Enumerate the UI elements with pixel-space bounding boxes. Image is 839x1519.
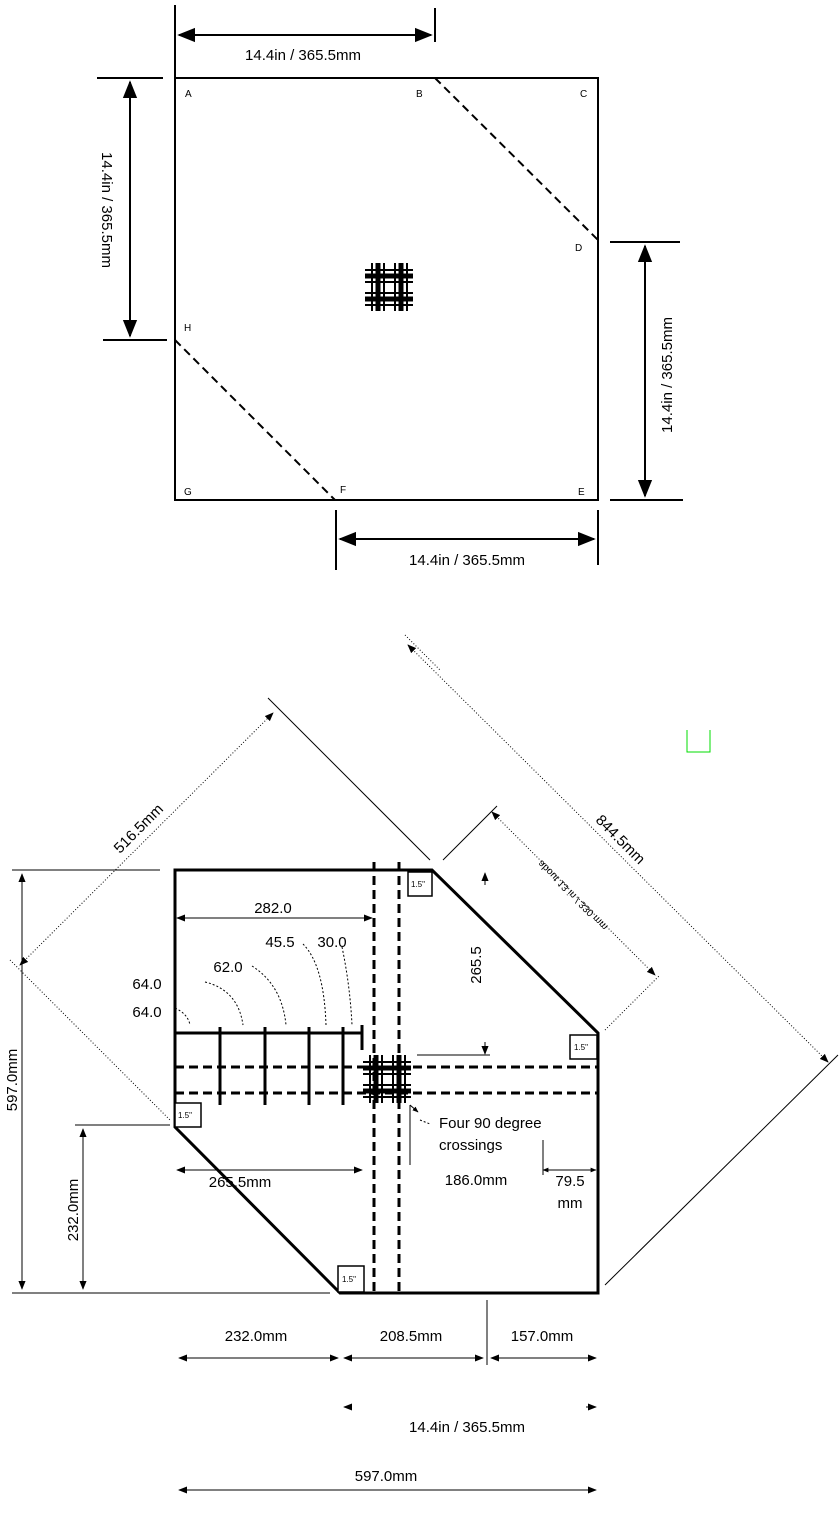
corner-box-label: 1.5" [574,1043,588,1052]
dim-157-label: 157.0mm [511,1328,574,1345]
board-outline [173,868,600,1295]
corner-a: A [185,89,192,100]
dim-282-label: 282.0 [254,900,292,917]
corner-c: C [580,89,587,100]
dim-265mm-label: 265.5mm [209,1174,272,1191]
dim-265-vertical-label: 265.5 [468,946,485,984]
corner-d: D [575,243,582,254]
corner-b: B [416,89,423,100]
corner-box-label: 1.5" [342,1275,356,1284]
crossings-note-line1: Four 90 degree [439,1115,542,1132]
dim-186-label: 186.0mm [445,1172,508,1189]
dim-left-label: 14.4in / 365.5mm [98,152,115,268]
dim-right-label: 14.4in / 365.5mm [659,317,676,433]
dim-45-label: 45.5 [265,934,294,951]
dim-top-label: 14.4in / 365.5mm [245,47,361,64]
corner-g: G [184,487,192,498]
corner-box-label: 1.5" [411,880,425,889]
track-lines [175,862,598,1293]
dim-844-label: 844.5mm [592,812,648,868]
dim-30-label: 30.0 [317,934,346,951]
cut-line-bd [434,77,599,241]
dim-bottom-label: 14.4in / 365.5mm [409,552,525,569]
octagon-layout-diagram: 1.5" 1.5" 1.5" 1.5" 282.0 45.5 30.0 62.0… [4,634,839,1494]
corner-e: E [578,487,585,498]
dim-597-vertical-label: 597.0mm [4,1049,21,1112]
dim-62-label: 62.0 [213,959,242,976]
green-marker [686,729,711,753]
dim-79-label: 79.5 [555,1173,584,1190]
corner-box-label: 1.5" [178,1111,192,1120]
dim-about13-label: about 13 in / 330 mm [536,858,610,932]
dim-208-label: 208.5mm [380,1328,443,1345]
dim-232-vertical-label: 232.0mm [65,1179,82,1242]
dim-64a-label: 64.0 [132,976,161,993]
board-outline [174,77,599,501]
track-crossing-icon [365,263,413,311]
dim-597-label: 597.0mm [355,1468,418,1485]
crossings-note-line2: crossings [439,1137,502,1154]
dim-232-label: 232.0mm [225,1328,288,1345]
comb-guide [175,1025,364,1105]
top-square-diagram: A B C D H G F E 14.4in / 365.5mm 14.4in … [97,5,683,570]
corner-f: F [340,485,346,496]
cut-line-hf [174,339,336,501]
corner-h: H [184,323,191,334]
dim-516-label: 516.5mm [111,801,167,857]
dim-64b-label: 64.0 [132,1004,161,1021]
dim-79-unit: mm [558,1195,583,1212]
track-crossing-icon [363,1055,411,1103]
dim-365-label: 14.4in / 365.5mm [409,1419,525,1436]
